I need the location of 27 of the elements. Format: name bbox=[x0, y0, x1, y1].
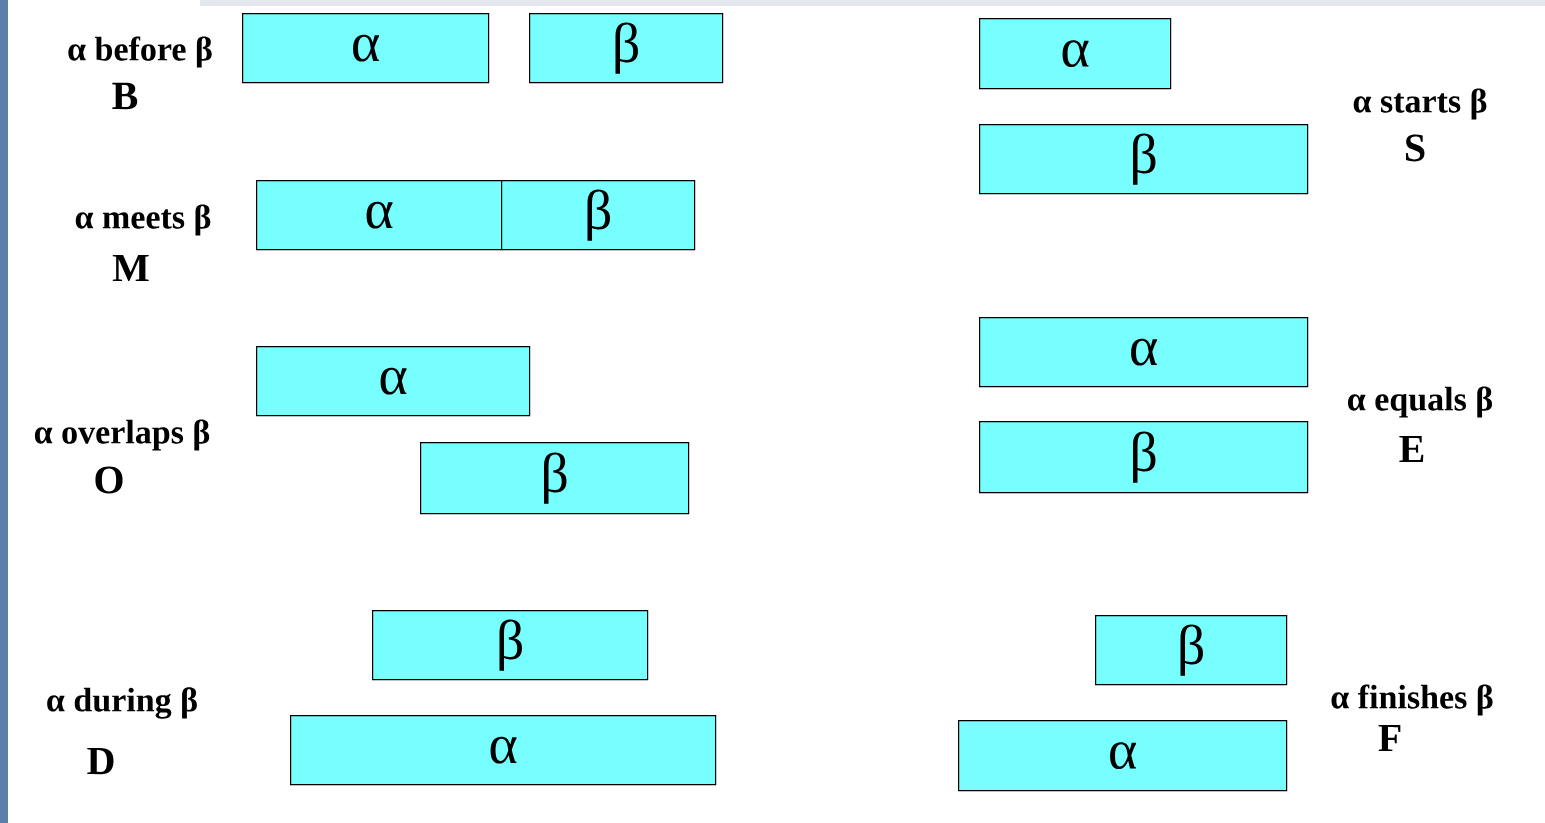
interval-bar: β bbox=[1095, 615, 1288, 686]
relation-label: α finishes β bbox=[1331, 684, 1493, 716]
interval-bar: β bbox=[979, 421, 1309, 494]
relation-label: α meets β bbox=[75, 204, 211, 236]
interval-bar: β bbox=[372, 610, 649, 681]
relation-label: F bbox=[1378, 724, 1401, 752]
relation-label: α starts β bbox=[1353, 88, 1487, 120]
relation-label: B bbox=[112, 82, 138, 110]
interval-bar: α bbox=[979, 317, 1309, 388]
relation-label: α equals β bbox=[1348, 386, 1493, 418]
interval-bar: α bbox=[290, 715, 717, 786]
relation-label: M bbox=[112, 254, 149, 282]
interval-bar: α bbox=[979, 18, 1172, 90]
interval-bar: α bbox=[256, 346, 531, 417]
interval-bar: α bbox=[242, 13, 490, 84]
interval-bar: β bbox=[529, 13, 724, 84]
interval-bar: β bbox=[979, 124, 1309, 195]
relation-label: α during β bbox=[47, 687, 197, 719]
relation-label: E bbox=[1399, 435, 1424, 463]
relation-label: O bbox=[95, 466, 123, 494]
interval-bar: α bbox=[958, 720, 1288, 792]
interval-bar: α bbox=[256, 180, 503, 251]
interval-bar: β bbox=[501, 180, 696, 251]
relation-label: D bbox=[87, 747, 114, 775]
interval-bar: β bbox=[420, 442, 690, 515]
relation-label: S bbox=[1406, 134, 1425, 162]
relation-label: α overlaps β bbox=[34, 419, 210, 451]
